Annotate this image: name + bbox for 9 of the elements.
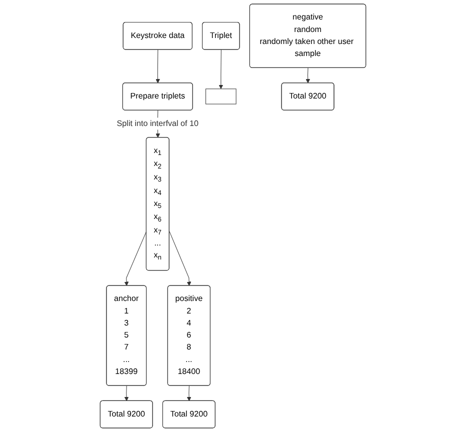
arrow — [218, 50, 224, 90]
arrow — [306, 68, 310, 84]
arrow — [156, 50, 160, 84]
arrow — [186, 386, 192, 402]
edge-label: Split into interfval of 10 — [116, 119, 199, 128]
arrow — [124, 386, 129, 402]
arrow — [169, 231, 192, 286]
arrow — [124, 231, 147, 286]
node-box — [206, 88, 236, 104]
